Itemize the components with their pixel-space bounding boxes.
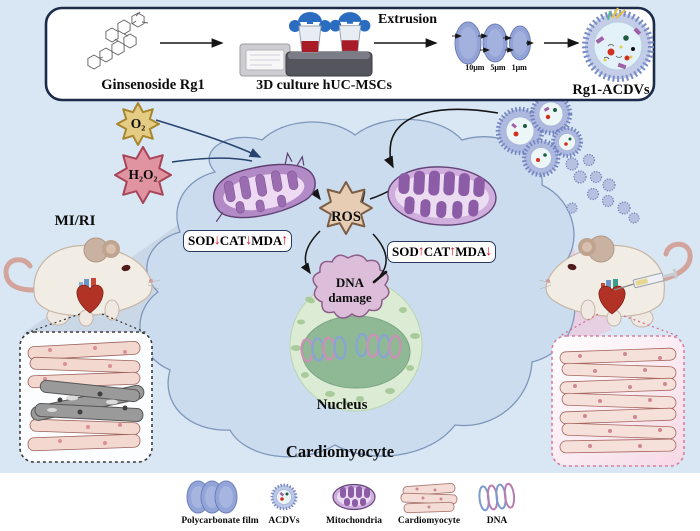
injured-tissue-fibers <box>27 340 141 452</box>
marker-cat: CAT <box>219 233 247 248</box>
healthy-tissue-inset <box>551 335 685 467</box>
culture-label: 3D culture hUC-MSCs <box>256 78 392 93</box>
legend-icons <box>186 480 516 514</box>
dna-damage-line1: DNA <box>335 275 365 290</box>
o2-label: O₂ <box>130 116 146 131</box>
down-arrow-icon: ↓ <box>245 233 253 248</box>
marker-sod: SOD <box>188 233 215 248</box>
legend-label-mitochondria: Mitochondria <box>326 516 382 526</box>
marker-cat: CAT <box>423 244 451 259</box>
h2o2-molecule <box>114 146 172 204</box>
dna-helix-right <box>355 332 402 359</box>
acdv-vesicle <box>551 126 583 158</box>
syringe <box>613 268 678 291</box>
dna-damage-line2: damage <box>328 289 372 305</box>
ginsenoside-label: Ginsenoside Rg1 <box>101 77 205 93</box>
necrotic-fibers <box>30 379 145 423</box>
o2-molecule <box>116 102 160 146</box>
bioreactor <box>239 12 373 77</box>
marker-sod: SOD <box>392 244 419 259</box>
mouse-eye <box>121 264 131 272</box>
miri-label: MI/RI <box>54 213 96 229</box>
ros-molecule <box>319 181 373 235</box>
mouse-eye <box>567 263 577 271</box>
marker-box-injured: SOD↓ CAT↓ MDA↑ <box>183 230 293 252</box>
mouse-tail <box>3 257 47 293</box>
dna-damage-blob <box>312 254 390 319</box>
spinner-flask <box>289 12 331 53</box>
dna-damage-label: DNA damage <box>312 275 388 305</box>
damaged-mitochondria <box>213 151 316 223</box>
h2o2-to-mitochondria-arrow <box>171 157 253 163</box>
polycarbonate-film-icon <box>186 480 238 514</box>
marker-mda: MDA <box>251 233 283 248</box>
dna-inhibition-bar <box>372 270 388 284</box>
up-arrow-icon: ↑ <box>281 233 289 248</box>
top-process-panel <box>44 6 656 102</box>
legend-label-dna: DNA <box>486 516 508 526</box>
healthy-tissue-fibers <box>559 347 677 454</box>
healthy-mitochondria <box>387 166 497 226</box>
dna-icon <box>478 482 516 512</box>
marker-box-treated: SOD↑ CAT↑ MDA↓ <box>387 241 497 263</box>
o2-to-mitochondria-arrow <box>155 119 262 158</box>
filter-size-1um: 1μm <box>511 63 527 72</box>
ginsenoside-structure <box>87 11 149 70</box>
acdv-icon <box>270 483 298 511</box>
ros-label: ROS <box>331 209 361 225</box>
down-arrow-icon: ↓ <box>485 244 493 259</box>
dna-helix-left <box>300 335 347 363</box>
filter-size-5um: 5μm <box>490 63 506 72</box>
polycarbonate-filters <box>452 21 534 65</box>
legend-label-polycarbonate-film: Polycarbonate film <box>181 516 259 526</box>
acdv-to-mitochondria-arrow <box>384 108 499 169</box>
zoom-connector-left-b <box>101 313 148 334</box>
zoom-connector-right-a <box>559 313 599 337</box>
extrusion-label: Extrusion <box>377 12 438 27</box>
down-arrow-icon: ↓ <box>213 233 221 248</box>
rg1-acdv-vesicle <box>582 7 654 82</box>
legend-label-acdvs: ACDVs <box>268 516 300 526</box>
filter-size-10um: 10μm <box>465 63 485 72</box>
mouse-tail <box>649 241 693 285</box>
dna-protection-curve <box>372 233 387 277</box>
spinner-flask <box>329 12 371 52</box>
recovered-heart <box>598 279 626 315</box>
rg1-acdv-label: Rg1-ACDVs <box>572 82 650 98</box>
nucleus <box>289 278 423 412</box>
marker-mda: MDA <box>455 244 487 259</box>
acdv-trail <box>565 153 640 224</box>
injured-tissue-inset <box>19 331 153 463</box>
injured-heart <box>76 278 104 314</box>
acdv-vesicle <box>521 138 561 178</box>
filter-size-labels: 10μm 5μm 1μm <box>448 63 544 73</box>
treated-mouse <box>538 235 693 337</box>
mitochondria-icon <box>332 483 376 511</box>
up-arrow-icon: ↑ <box>449 244 457 259</box>
h2o2-label: H₂O₂ <box>128 167 158 182</box>
up-arrow-icon: ↑ <box>417 244 425 259</box>
nucleus-label: Nucleus <box>316 397 368 413</box>
legend-label-cardiomyocyte: Cardiomyocyte <box>397 516 461 526</box>
miri-mouse <box>3 237 161 334</box>
acdv-vesicle <box>529 92 573 136</box>
ros-to-dna-damage-arrow <box>300 230 321 275</box>
acdv-cluster <box>495 92 640 224</box>
cardiomyocyte-label: Cardiomyocyte <box>285 442 395 461</box>
cardiomyocyte-icon <box>400 483 458 514</box>
